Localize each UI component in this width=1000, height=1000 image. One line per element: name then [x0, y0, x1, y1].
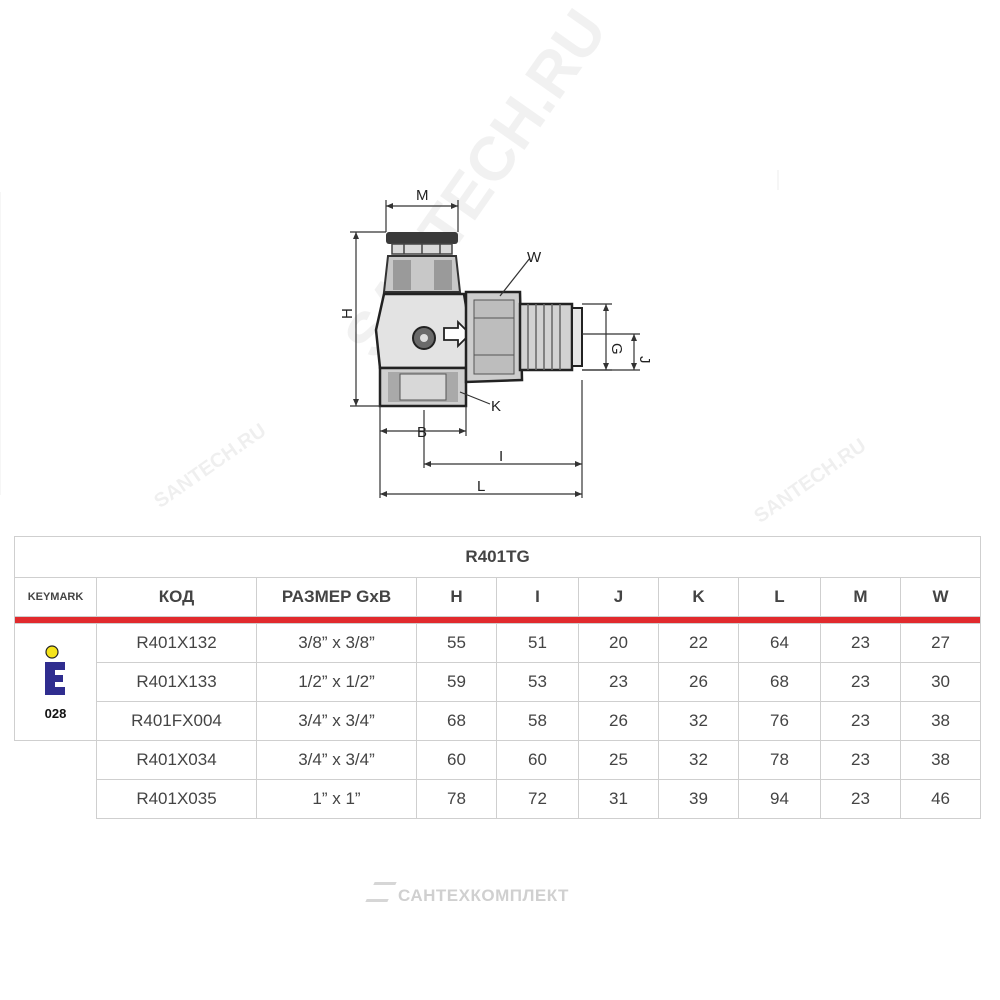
cell-size: 3/8” x 3/8”	[256, 623, 417, 663]
cell-i: 53	[496, 662, 579, 702]
cell-k: 22	[658, 623, 739, 663]
valve-drawing: M H W G J K B I L	[0, 170, 779, 498]
cell-code: R401X132	[96, 623, 257, 663]
spec-table: R401TG KEYMARK КОД РАЗМЕР GxB H I J K L …	[13, 536, 982, 819]
cell-k: 32	[658, 701, 739, 741]
cell-l: 94	[738, 779, 821, 819]
header-h: H	[416, 577, 497, 617]
dim-label-b: B	[417, 424, 427, 441]
cell-w: 46	[899, 779, 982, 819]
cell-i: 51	[496, 623, 579, 663]
cell-j: 25	[578, 740, 659, 780]
cell-i: 72	[496, 779, 579, 819]
empty-cell	[15, 741, 97, 780]
cell-i: 58	[496, 701, 579, 741]
cell-code: R401FX004	[96, 701, 257, 741]
cell-size: 1/2” x 1/2”	[256, 662, 417, 702]
dim-label-m: M	[416, 187, 429, 204]
cell-code: R401X034	[96, 740, 257, 780]
header-w: W	[899, 577, 982, 617]
watermark-bottom: САНТЕХКОМПЛЕКТ	[365, 882, 569, 906]
header-code: КОД	[96, 577, 257, 617]
keymark-cell: 028	[14, 623, 97, 741]
table-row: 028 R401X132 3/8” x 3/8” 55 51 20 22 64 …	[14, 623, 982, 741]
valve-body-icon	[374, 232, 583, 408]
cell-w: 38	[899, 701, 982, 741]
dim-label-k: K	[491, 398, 501, 415]
table-row: R401X035 1” x 1” 78 72 31 39 94 23 46	[15, 779, 982, 819]
cell-l: 68	[738, 662, 821, 702]
header-keymark: KEYMARK	[14, 577, 97, 617]
header-i: I	[496, 577, 579, 617]
header-size: РАЗМЕР GxB	[256, 577, 417, 617]
cell-h: 60	[416, 740, 497, 780]
cell-m: 23	[820, 701, 901, 741]
cell-w: 27	[899, 623, 982, 663]
cell-code: R401X133	[96, 662, 257, 702]
cell-j: 20	[578, 623, 659, 663]
cell-j: 23	[578, 662, 659, 702]
red-divider	[13, 616, 982, 624]
watermark-logo-icon	[365, 882, 397, 902]
header-l: L	[738, 577, 821, 617]
empty-cell	[15, 780, 97, 819]
cell-h: 68	[416, 701, 497, 741]
table-row: R401FX004 3/4” x 3/4” 68 58 26 32 76 23 …	[15, 701, 982, 741]
cell-i: 60	[496, 740, 579, 780]
table-row: R401X034 3/4” x 3/4” 60 60 25 32 78 23 3…	[15, 740, 982, 780]
cell-size: 1” x 1”	[256, 779, 417, 819]
cell-j: 26	[578, 701, 659, 741]
cell-k: 26	[658, 662, 739, 702]
cell-h: 59	[416, 662, 497, 702]
keymark-number: 028	[44, 705, 67, 721]
cell-l: 78	[738, 740, 821, 780]
header-k: K	[658, 577, 739, 617]
cell-m: 23	[820, 779, 901, 819]
cell-l: 76	[738, 701, 821, 741]
dim-label-j: J	[636, 356, 653, 364]
cell-w: 30	[899, 662, 982, 702]
table-title: R401TG	[13, 536, 982, 578]
dim-label-l: L	[477, 478, 485, 495]
cell-k: 39	[658, 779, 739, 819]
cell-h: 78	[416, 779, 497, 819]
header-m: M	[820, 577, 901, 617]
cell-w: 38	[899, 740, 982, 780]
cell-code: R401X035	[96, 779, 257, 819]
cell-j: 31	[578, 779, 659, 819]
cell-m: 23	[820, 740, 901, 780]
cell-size: 3/4” x 3/4”	[256, 740, 417, 780]
header-j: J	[578, 577, 659, 617]
keymark-logo-icon	[44, 644, 65, 695]
cell-k: 32	[658, 740, 739, 780]
dim-label-h: H	[339, 308, 356, 319]
table-row: R401X133 1/2” x 1/2” 59 53 23 26 68 23 3…	[15, 662, 982, 702]
cell-l: 64	[738, 623, 821, 663]
cell-size: 3/4” x 3/4”	[256, 701, 417, 741]
cell-h: 55	[416, 623, 497, 663]
dim-label-w: W	[527, 249, 542, 266]
watermark-bottom-text: САНТЕХКОМПЛЕКТ	[398, 886, 569, 905]
cell-m: 23	[820, 662, 901, 702]
dim-label-g: G	[608, 343, 625, 355]
cell-m: 23	[820, 623, 901, 663]
dim-label-i: I	[499, 448, 503, 465]
header-row: KEYMARK КОД РАЗМЕР GxB H I J K L M W	[14, 577, 982, 617]
